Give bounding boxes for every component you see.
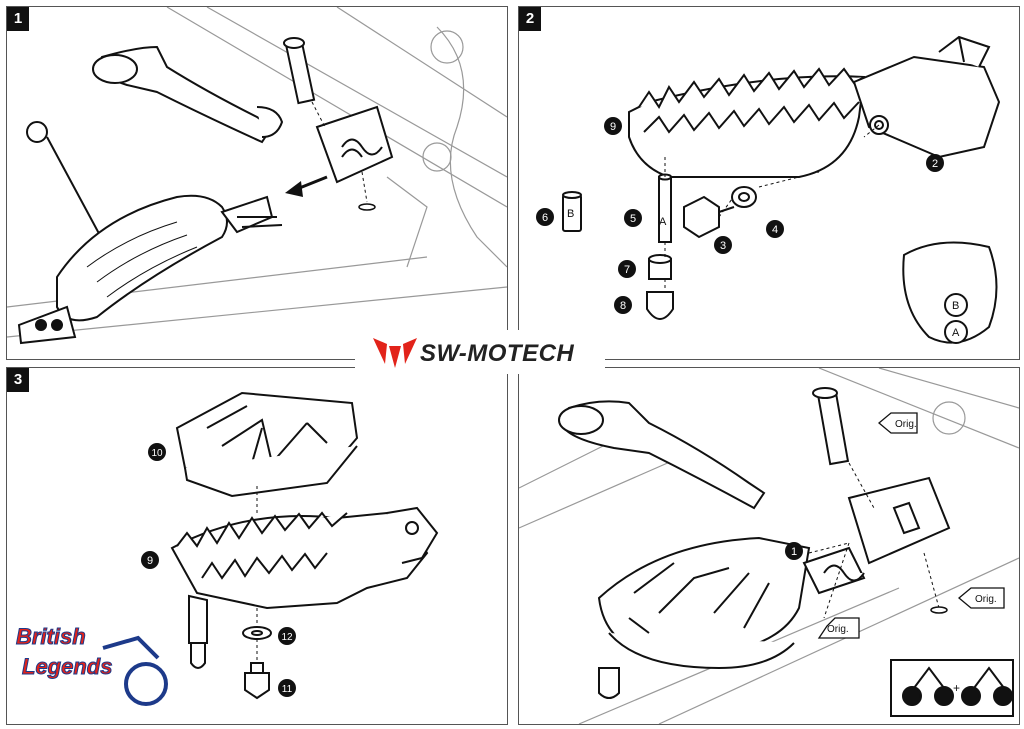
- step-number: 3: [7, 368, 29, 392]
- watermark-line-1: British: [16, 624, 87, 650]
- panel-step-1: 1: [6, 6, 508, 360]
- svg-text:Orig.: Orig.: [975, 594, 997, 605]
- motorcycle-outline-icon: [102, 635, 168, 706]
- panel-step-2: 2 A B B A: [518, 6, 1020, 360]
- callouts: 1: [785, 542, 803, 560]
- svg-text:4: 4: [772, 224, 778, 236]
- svg-text:+: +: [953, 681, 960, 695]
- pin: [658, 176, 672, 243]
- cap-nut: [646, 291, 674, 320]
- callouts: 9 2 6 5 4 3 7 8: [536, 117, 944, 314]
- svg-text:2: 2: [932, 158, 938, 170]
- part-letters: A B B A: [567, 208, 960, 339]
- brand-name: SW-MOTECH: [420, 340, 575, 367]
- svg-text:Orig.: Orig.: [827, 624, 849, 635]
- svg-text:A: A: [952, 327, 960, 339]
- svg-text:12: 12: [281, 632, 293, 643]
- svg-text:5: 5: [630, 213, 636, 225]
- shift-lever: [562, 400, 766, 510]
- mount-bracket: [852, 55, 1001, 159]
- svg-text:11: 11: [282, 684, 293, 695]
- panel-step-3: 3 10 9 12 11: [6, 367, 508, 725]
- orig-pin: [816, 390, 850, 466]
- watermark-line-2: Legends: [21, 654, 113, 680]
- svg-text:10: 10: [151, 448, 163, 459]
- peg-underside-detail: [902, 241, 998, 344]
- step-number: 1: [7, 7, 29, 31]
- peg-shaft: [188, 594, 208, 644]
- svg-text:B: B: [567, 208, 574, 220]
- panel-step-4: Orig. Orig. Orig. 1 +: [518, 367, 1020, 725]
- step-1-illustration: [7, 7, 507, 345]
- svg-text:7: 7: [624, 264, 630, 276]
- svg-text:9: 9: [610, 121, 616, 133]
- callouts: 10 9 12 11: [141, 443, 296, 697]
- svg-text:A: A: [659, 216, 667, 228]
- rider-pictogram: [17, 305, 77, 345]
- step-3-illustration: 10 9 12 11: [141, 391, 439, 700]
- svg-text:1: 1: [791, 546, 797, 558]
- rider-passenger-pictogram: +: [890, 659, 1014, 717]
- orig-tags: Orig. Orig. Orig.: [817, 412, 1005, 639]
- sw-motech-emblem-icon: [373, 338, 417, 368]
- step-4-illustration: Orig. Orig. Orig. 1 +: [519, 368, 1019, 724]
- bracket-arm: [386, 506, 439, 564]
- removal-arrow: [296, 175, 328, 191]
- bolt: [244, 672, 270, 700]
- footpeg-rubber: [56, 194, 228, 322]
- bolt: [683, 195, 720, 239]
- svg-text:9: 9: [147, 555, 153, 567]
- svg-text:3: 3: [720, 240, 726, 252]
- step-number: 2: [519, 7, 541, 31]
- brand-logo-bar: [355, 330, 605, 374]
- footpeg-platform: [628, 75, 866, 178]
- svg-text:6: 6: [542, 212, 548, 224]
- british-legends-watermark: British Legends: [8, 618, 168, 718]
- step-2-illustration: A B B A 9 2 6 5 4 3 7 8: [536, 35, 1001, 344]
- svg-text:Orig.: Orig.: [895, 419, 917, 430]
- svg-text:8: 8: [620, 300, 626, 312]
- svg-text:B: B: [952, 300, 959, 312]
